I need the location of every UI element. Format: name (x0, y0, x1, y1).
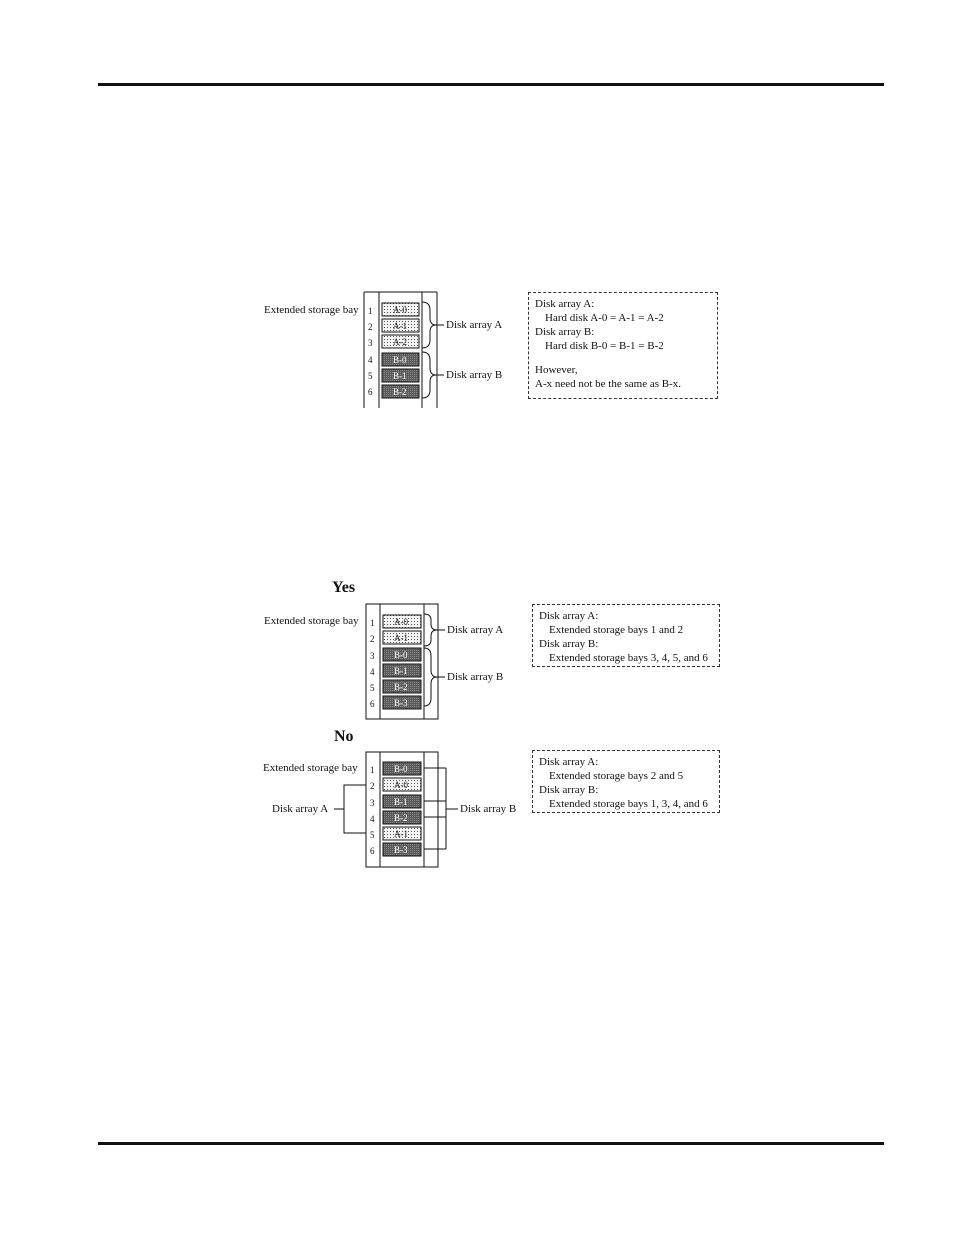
figure1-group-a-label: Disk array A (446, 319, 503, 331)
disk-slot (381, 334, 420, 349)
figure2-heading: Yes (332, 579, 356, 596)
disk-label: B-3 (394, 845, 408, 855)
bay-number: 1 (370, 765, 375, 775)
note-line: Extended storage bays 1, 3, 4, and 6 (549, 798, 708, 810)
figure1-note-box: Disk array A: Hard disk A-0 = A-1 = A-2 … (528, 292, 718, 399)
figure2-group-a-bracket (423, 613, 445, 647)
bay-number: 3 (368, 338, 373, 348)
figure1-disks (381, 302, 420, 399)
disk-slot (381, 384, 420, 399)
figure1-group-a-bracket (421, 301, 444, 349)
disk-label: A-1 (394, 633, 408, 643)
disk-slot (382, 679, 422, 694)
bay-number: 3 (370, 798, 375, 808)
note-line: Disk array A: (535, 298, 595, 310)
figure3-enclosure (365, 751, 439, 868)
disk-slot (382, 695, 422, 710)
note-line: A-x need not be the same as B-x. (535, 378, 682, 390)
figure2-note-box: Disk array A: Extended storage bays 1 an… (532, 604, 720, 667)
disk-slot (382, 826, 422, 841)
note-line: Extended storage bays 2 and 5 (549, 770, 684, 782)
disk-slot (381, 318, 420, 333)
figure1-enclosure (363, 291, 438, 408)
disk-label: A-2 (393, 337, 407, 347)
disk-slot (382, 663, 422, 678)
bay-number: 4 (370, 814, 375, 824)
note-line: Disk array B: (535, 326, 595, 338)
figure3-group-b-connector (424, 767, 458, 850)
figure2-bay-label: Extended storage bay (264, 615, 359, 627)
note-line: Hard disk B-0 = B-1 = B-2 (545, 340, 664, 352)
disk-slot (381, 302, 420, 317)
disk-slot (382, 614, 422, 629)
figure3-note-box: Disk array A: Extended storage bays 2 an… (532, 750, 720, 813)
bay-number: 6 (370, 699, 375, 709)
disk-label: B-2 (394, 682, 408, 692)
note-line: Extended storage bays 3, 4, 5, and 6 (549, 652, 708, 664)
bay-number: 2 (368, 322, 373, 332)
bay-number: 5 (370, 830, 375, 840)
figure3-group-b-label: Disk array B (460, 803, 517, 815)
disk-label: B-3 (394, 698, 408, 708)
disk-label: B-1 (394, 797, 408, 807)
disk-slot (382, 630, 422, 645)
note-line: Disk array A: (539, 610, 599, 622)
disk-label: B-1 (393, 371, 407, 381)
figure2-group-a-label: Disk array A (447, 624, 504, 636)
bay-number: 5 (370, 683, 375, 693)
figure3-group-a-label: Disk array A (272, 803, 329, 815)
disk-label: B-1 (394, 666, 408, 676)
disk-label: B-0 (394, 650, 408, 660)
figure1-group-b-label: Disk array B (446, 369, 503, 381)
disk-slot (382, 842, 422, 857)
figure1-group-b-bracket (421, 351, 444, 399)
bay-number: 5 (368, 371, 373, 381)
bay-number: 1 (368, 306, 373, 316)
figure3-bay-label: Extended storage bay (263, 762, 358, 774)
note-line: Disk array B: (539, 638, 599, 650)
bay-number: 2 (370, 781, 375, 791)
disk-slot (382, 794, 422, 809)
figure2-group-b-label: Disk array B (447, 671, 504, 683)
disk-label: B-2 (393, 387, 407, 397)
disk-slot (381, 352, 420, 367)
bay-number: 6 (368, 387, 373, 397)
figure3-disks (382, 761, 422, 857)
bay-number: 4 (368, 355, 373, 365)
figure2-group-b-bracket (423, 647, 445, 707)
bay-number: 2 (370, 634, 375, 644)
figure3-heading: No (334, 728, 354, 745)
figure3-group-a-connector (334, 784, 366, 834)
disk-slot (382, 761, 422, 776)
note-line: Disk array B: (539, 784, 599, 796)
figure1-bay-label: Extended storage bay (264, 304, 359, 316)
disk-label: A-0 (393, 305, 407, 315)
bay-number: 4 (370, 667, 375, 677)
bay-number: 1 (370, 618, 375, 628)
figure2-enclosure (365, 603, 439, 720)
disk-label: A-0 (394, 780, 408, 790)
disk-slot (382, 647, 422, 662)
disk-label: B-0 (394, 764, 408, 774)
disk-label: A-1 (393, 321, 407, 331)
header-rule (98, 83, 884, 86)
footer-rule (98, 1142, 884, 1145)
figure2-disks (382, 614, 422, 710)
note-line: Disk array A: (539, 756, 599, 768)
note-line: Hard disk A-0 = A-1 = A-2 (545, 312, 664, 324)
note-line: Extended storage bays 1 and 2 (549, 624, 684, 636)
bay-number: 6 (370, 846, 375, 856)
bay-number: 3 (370, 651, 375, 661)
disk-label: B-2 (394, 813, 408, 823)
note-line: However, (535, 364, 578, 376)
disk-label: A-0 (394, 617, 408, 627)
disk-label: A-1 (394, 829, 408, 839)
disk-slot (381, 368, 420, 383)
disk-label: B-0 (393, 355, 407, 365)
disk-slot (382, 810, 422, 825)
disk-slot (382, 777, 422, 792)
